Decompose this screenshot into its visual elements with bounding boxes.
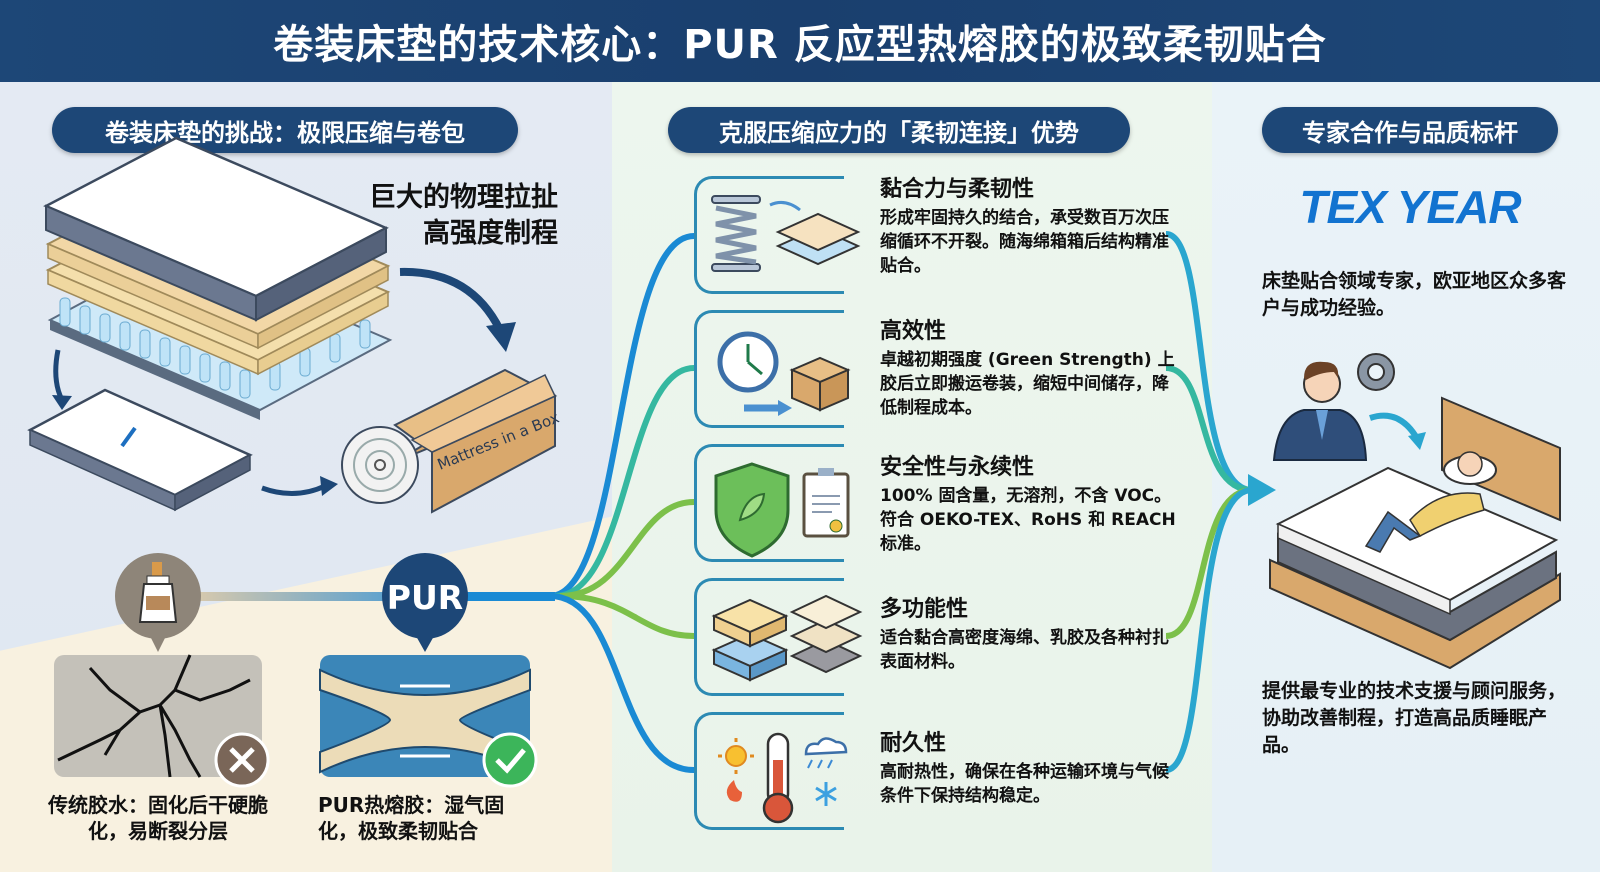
- feature-adhesion: 黏合力与柔韧性 形成牢固持久的结合，承受数百万次压缩循环不开裂。随海绵箱箱后结构…: [880, 176, 1180, 278]
- callout-line-1: 巨大的物理拉扯: [369, 182, 558, 213]
- check-icon: [482, 732, 538, 788]
- section-title-expertise: 专家合作与品质标杆: [1262, 107, 1558, 153]
- feature-safety: 安全性与永续性 100% 固含量，无溶剂，不含 VOC。符合 OEKO-TEX、…: [880, 454, 1180, 556]
- section-title-advantages: 克服压缩应力的「柔韧连接」优势: [668, 107, 1130, 153]
- compressed-mattress-icon: [27, 388, 253, 512]
- callout-line-2: 高强度制程: [423, 218, 558, 249]
- glue-bottle-icon: [115, 553, 201, 652]
- curved-arrow-icon: [399, 267, 504, 332]
- middle-panel-background: [612, 82, 1212, 872]
- feature-text: 100% 固含量，无溶剂，不含 VOC。符合 OEKO-TEX、RoHS 和 R…: [880, 486, 1176, 554]
- feature-efficiency: 高效性 卓越初期强度 (Green Strength) 上胶后立即搬运卷装，缩短…: [880, 318, 1180, 420]
- down-arrow-icon: [53, 349, 65, 402]
- traditional-glue-caption: 传统胶水：固化后干硬脆化，易断裂分层: [48, 793, 268, 843]
- pur-glue-caption: PUR热熔胶：湿气固化，极致柔韧贴合: [318, 793, 505, 843]
- feature-text: 适合黏合高密度海绵、乳胶及各种衬扎表面材料。: [880, 628, 1169, 672]
- cross-icon: [214, 732, 270, 788]
- branch-connectors-left: [549, 233, 695, 773]
- clock-box-icon: [717, 331, 851, 416]
- pur-badge: PUR: [382, 553, 468, 652]
- feature-title: 安全性与永续性: [880, 455, 1035, 480]
- header-banner: 卷装床垫的技术核心：PUR 反应型热熔胶的极致柔韧贴合: [0, 0, 1600, 82]
- svg-text:PUR: PUR: [387, 578, 463, 617]
- feature-text: 形成牢固持久的结合，承受数百万次压缩循环不开裂。随海绵箱箱后结构精准贴合。: [880, 208, 1169, 276]
- section-title-challenge: 卷装床垫的挑战：极限压缩与卷包: [52, 107, 518, 153]
- feature-card-efficiency: [694, 310, 844, 428]
- expert-person-icon: [1272, 361, 1368, 461]
- expertise-text: 床垫贴合领域专家，欧亚地区众多客户与成功经验。: [1262, 270, 1567, 319]
- sleeping-woman-bed-icon: [1269, 396, 1561, 670]
- feature-versatility: 多功能性 适合黏合高密度海绵、乳胶及各种衬扎表面材料。: [880, 596, 1180, 674]
- feature-title: 耐久性: [880, 731, 947, 756]
- feature-title: 黏合力与柔韧性: [880, 177, 1035, 202]
- mattress-layers-icon: [43, 136, 393, 420]
- shield-certificate-icon: [714, 462, 850, 558]
- feature-card-durability: [694, 712, 844, 830]
- callout-text: 巨大的物理拉扯 高强度制程: [340, 180, 558, 252]
- cracked-surface-icon: [54, 654, 262, 778]
- feature-card-safety: [694, 444, 844, 562]
- rolled-mattress-box-icon: Mattress in a Box: [341, 368, 562, 514]
- feature-text: 卓越初期强度 (Green Strength) 上胶后立即搬运卷装，缩短中间储存…: [880, 350, 1175, 418]
- feature-title: 高效性: [880, 319, 947, 344]
- branch-connectors-right: [1165, 231, 1253, 773]
- gear-icon: [1357, 353, 1395, 391]
- feature-card-versatility: [694, 578, 844, 696]
- comparison-connector: [195, 592, 395, 601]
- brand-logo: TEX YEAR: [1299, 181, 1521, 233]
- flexible-bond-icon: [319, 655, 531, 777]
- feature-durability: 耐久性 高耐热性，确保在各种运输环境与气候条件下保持结构稳定。: [880, 730, 1180, 808]
- weather-thermometer-icon: [718, 732, 848, 824]
- right-arrow-icon: [261, 483, 327, 497]
- spring-foam-icon: [711, 195, 861, 272]
- feature-text: 高耐热性，确保在各种运输环境与气候条件下保持结构稳定。: [880, 762, 1169, 806]
- convergence-arrow-icon: [1248, 474, 1276, 506]
- page-title: 卷装床垫的技术核心：PUR 反应型热熔胶的极致柔韧贴合: [273, 22, 1327, 68]
- service-text: 提供最专业的技术支援与顾问服务，协助改善制程，打造高品质睡眠产品。: [1262, 680, 1567, 756]
- feature-card-adhesion: [694, 176, 844, 294]
- foam-materials-icon: [711, 594, 863, 682]
- feature-title: 多功能性: [880, 597, 969, 622]
